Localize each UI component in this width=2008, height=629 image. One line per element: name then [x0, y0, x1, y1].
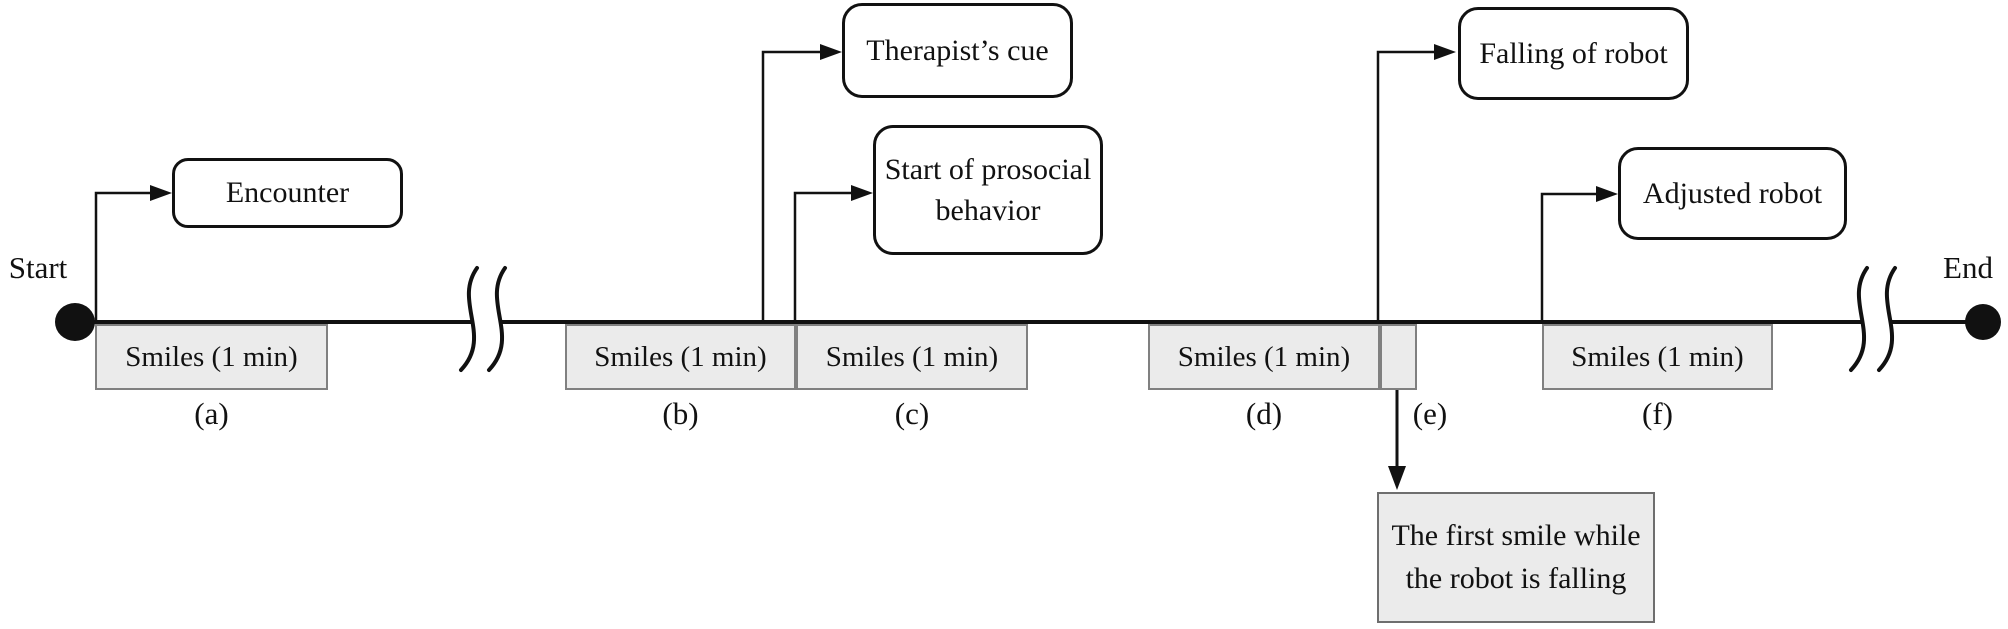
segment-b: Smiles (1 min) — [565, 324, 796, 390]
arrowhead-prosocial — [851, 185, 873, 201]
timeline-break-left — [459, 266, 507, 372]
connector-first-smile — [1388, 390, 1406, 490]
connector-therapist-cue — [761, 44, 842, 322]
segment-d: Smiles (1 min) — [1148, 324, 1380, 390]
start-dot — [55, 303, 95, 341]
segment-c: Smiles (1 min) — [796, 324, 1028, 390]
event-box-encounter: Encounter — [172, 158, 403, 228]
arrowhead-first-smile — [1388, 466, 1406, 490]
connector-falling — [1376, 44, 1456, 322]
segment-tag-c: (c) — [894, 396, 930, 431]
event-box-therapist-cue: Therapist’s cue — [842, 3, 1073, 98]
event-box-falling: Falling of robot — [1458, 7, 1689, 100]
end-label: End — [1943, 250, 1993, 285]
segment-tag-d: (d) — [1245, 396, 1283, 431]
end-dot — [1965, 304, 2001, 340]
arrowhead-falling — [1434, 44, 1456, 60]
segment-f: Smiles (1 min) — [1542, 324, 1773, 390]
arrowhead-encounter — [150, 185, 172, 201]
segment-tag-b: (b) — [662, 396, 699, 431]
start-label: Start — [8, 250, 68, 285]
connector-adjusted — [1540, 186, 1618, 322]
segment-tag-e: (e) — [1412, 396, 1448, 431]
timeline-break-right — [1849, 266, 1897, 372]
arrowhead-adjusted — [1596, 186, 1618, 202]
connector-prosocial — [793, 185, 873, 322]
note-first-smile: The first smile while the robot is falli… — [1377, 492, 1655, 623]
segment-a: Smiles (1 min) — [95, 324, 328, 390]
arrowhead-therapist-cue — [820, 44, 842, 60]
event-box-adjusted: Adjusted robot — [1618, 147, 1847, 240]
segment-e — [1380, 324, 1417, 390]
segment-tag-f: (f) — [1642, 396, 1673, 431]
segment-tag-a: (a) — [194, 396, 229, 431]
event-box-prosocial: Start of prosocial behavior — [873, 125, 1103, 255]
connector-encounter — [94, 185, 172, 322]
